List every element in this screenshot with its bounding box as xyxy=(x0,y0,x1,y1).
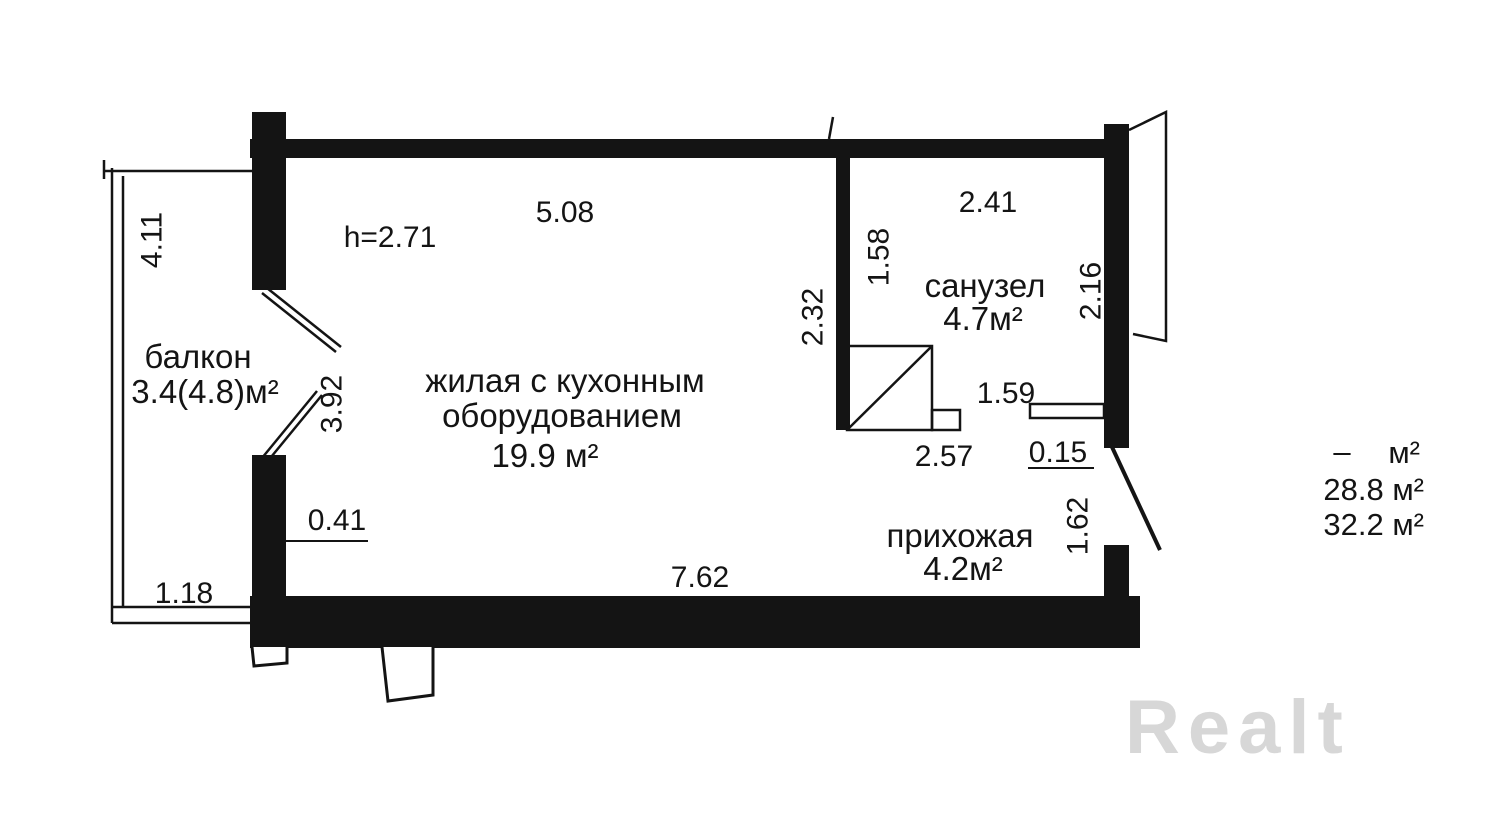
wall-pillar-top-left xyxy=(252,112,286,290)
bottom-wall-notch xyxy=(380,646,435,703)
room-area-balcony: 3.4(4.8)м² xyxy=(131,373,278,410)
dim-bathroom-bottom-width: 2.57 xyxy=(915,440,973,473)
summary-row3: 32.2 м² xyxy=(1323,507,1424,542)
room-label-balcony: балкон xyxy=(144,338,251,375)
room-label-living-line2: оборудованием xyxy=(442,397,682,434)
room-label-living-line1: жилая с кухонным xyxy=(425,362,704,399)
wall-pillar-lower-left xyxy=(252,455,286,605)
room-label-bathroom: санузел xyxy=(925,267,1046,304)
wall-right-lower xyxy=(1104,545,1129,605)
realt-watermark: Realt xyxy=(1125,685,1351,770)
wall-right-upper xyxy=(1104,124,1129,448)
wall-top xyxy=(250,139,1113,158)
dim-bathroom-left-depth: 1.58 xyxy=(863,228,896,286)
dim-bottom-width: 7.62 xyxy=(671,561,729,594)
dim-living-top-width: 5.08 xyxy=(536,196,594,229)
summary-row1-value: – xyxy=(1333,434,1351,469)
vent-shaft xyxy=(845,344,962,432)
dim-bathroom-top-width: 2.41 xyxy=(959,186,1017,219)
adjacent-wall-top-right xyxy=(1128,110,1168,343)
room-label-hallway: прихожая xyxy=(886,517,1033,554)
balcony-door-leaves xyxy=(261,287,342,463)
dim-wall-offset: 0.41 xyxy=(308,504,366,537)
dim-bathroom-right-depth: 2.16 xyxy=(1075,262,1108,320)
summary-row1-unit: м² xyxy=(1388,435,1420,470)
dim-jamb-width: 0.15 xyxy=(1029,436,1087,469)
dim-tick-wall-offset xyxy=(269,533,286,549)
summary-row2: 28.8 м² xyxy=(1323,472,1424,507)
dim-balcony-left-height: 4.11 xyxy=(136,212,169,268)
dim-balcony-bottom-width: 1.18 xyxy=(155,577,213,610)
thin-structures xyxy=(102,110,1168,703)
room-area-hallway: 4.2м² xyxy=(923,550,1003,587)
dim-balcony-opening-height: 3.92 xyxy=(316,375,349,433)
room-area-bathroom: 4.7м² xyxy=(943,300,1023,337)
wall-tick-top xyxy=(827,116,835,140)
bath-door-jamb xyxy=(1028,402,1106,420)
dim-bath-door-width: 1.59 xyxy=(977,377,1035,410)
walls xyxy=(250,112,1140,648)
dim-hallway-right-height: 1.62 xyxy=(1062,497,1095,555)
bottom-wall-left-tail xyxy=(250,646,289,668)
ceiling-height-note: h=2.71 xyxy=(344,221,437,254)
entrance-door-leaf xyxy=(1110,446,1162,551)
balcony-outline xyxy=(102,160,252,625)
dim-partition-height: 2.32 xyxy=(797,288,830,346)
room-area-living: 19.9 м² xyxy=(491,437,598,474)
wall-bottom xyxy=(250,596,1140,648)
